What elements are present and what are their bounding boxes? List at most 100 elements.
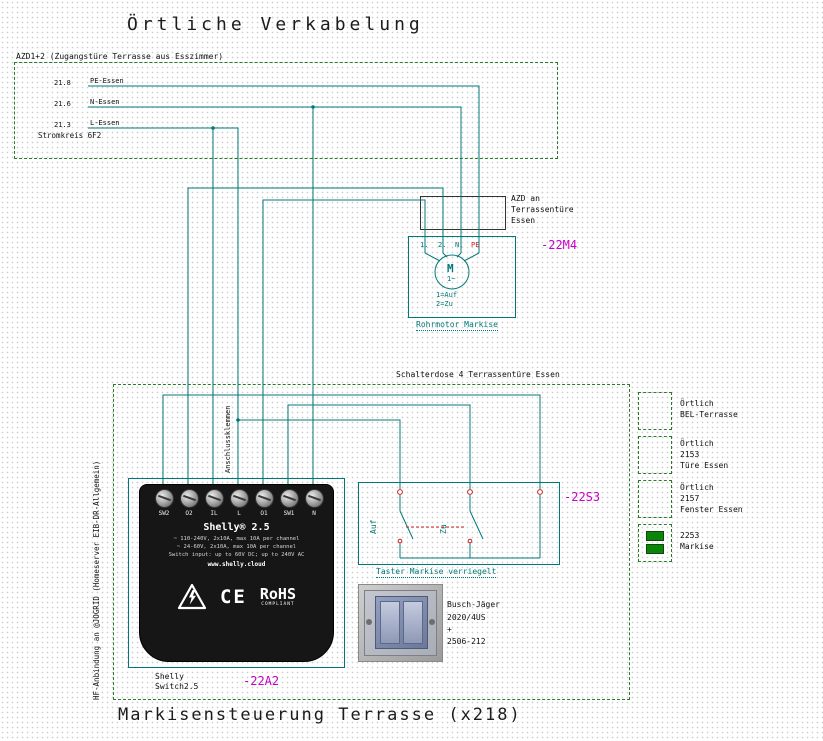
shelly-terminal-label: O1 bbox=[260, 510, 268, 517]
supply-boundary-box bbox=[14, 62, 558, 159]
wire-l-to-switch bbox=[238, 419, 401, 489]
wire-name: N-Essen bbox=[90, 98, 120, 106]
motor-terminal-label-pe: PE bbox=[471, 241, 480, 249]
wire-name: PE-Essen bbox=[90, 77, 124, 85]
wire-pe bbox=[88, 85, 480, 253]
legend-label-tuere-essen: Örtlich 2153 Türe Essen bbox=[680, 439, 729, 470]
taster-caption: Taster Markise verriegelt bbox=[376, 567, 497, 578]
side-vertical-note: HF-Anbindung an @JOGRID (Homeserver EIB-… bbox=[92, 460, 101, 700]
wire-sw1 bbox=[287, 404, 471, 490]
legend-label-bel-terrasse: Örtlich BEL-Terrasse bbox=[680, 399, 738, 419]
terminal-screw bbox=[231, 490, 248, 507]
wire-sw2 bbox=[162, 394, 541, 490]
motor-symbol-letter: M bbox=[447, 262, 454, 275]
high-voltage-icon bbox=[177, 583, 207, 610]
motor-function: 2=Zu bbox=[436, 300, 453, 308]
motor-terminal-label: N. bbox=[455, 241, 464, 249]
pushbutton-brand: Busch-Jäger bbox=[447, 600, 500, 609]
shelly-terminal-label: SW2 bbox=[158, 510, 170, 517]
shelly-spec-line: Switch input: up to 60V DC; up to 240V A… bbox=[168, 552, 305, 558]
rocker-left bbox=[380, 601, 400, 644]
shelly-terminal-label: L bbox=[237, 510, 241, 517]
motor-phase: 1~ bbox=[447, 275, 456, 283]
azd-callout-line: Essen bbox=[511, 216, 536, 225]
taster-label-zu: Zu bbox=[439, 524, 448, 534]
page-title: Örtliche Verkabelung bbox=[127, 14, 424, 35]
legend-box-tuere-essen bbox=[638, 436, 672, 474]
legend-swatch-markise bbox=[646, 531, 664, 541]
azd-callout-box bbox=[420, 196, 506, 230]
motor-function: 1=Auf bbox=[436, 291, 458, 299]
mount-screw bbox=[429, 619, 435, 625]
motor-caption: Rohrmotor Markise bbox=[416, 320, 498, 331]
motor-circle bbox=[434, 254, 470, 290]
shelly-spec-line: ~ 24-60V, 2x10A, max 10A per channel bbox=[176, 544, 297, 550]
shelly-website: www.shelly.cloud bbox=[207, 561, 266, 568]
azd-callout-line: Terrassentüre bbox=[511, 205, 574, 214]
pushbutton-plus: + bbox=[447, 625, 452, 634]
shelly-caption-line: Shelly bbox=[155, 672, 184, 681]
legend-label-markise: 2253 Markise bbox=[680, 531, 714, 551]
shelly-terminal-label: N bbox=[312, 510, 316, 517]
motor-terminal-label: 2. bbox=[438, 241, 447, 249]
wire-ref: 21.6 bbox=[54, 100, 71, 108]
wire-group bbox=[88, 85, 541, 559]
motor-lead-joins bbox=[424, 252, 480, 262]
wire-l bbox=[88, 127, 239, 490]
terminal-screw bbox=[256, 490, 273, 507]
legend-box-bel-terrasse bbox=[638, 392, 672, 430]
shelly-spec-line: ~ 110-240V, 2x10A, max 10A per channel bbox=[173, 536, 300, 542]
pushbutton-rocker: 2506-212 bbox=[447, 637, 486, 646]
junction-dots bbox=[211, 105, 315, 422]
shelly-terminal-label: SW1 bbox=[283, 510, 295, 517]
taster-ref: -22S3 bbox=[564, 490, 601, 504]
switch-symbol-zu bbox=[469, 495, 484, 558]
wire-n bbox=[88, 106, 462, 253]
shelly-outline-box bbox=[128, 478, 345, 668]
shelly-terminal-label: O2 bbox=[185, 510, 193, 517]
circuit-label: Stromkreis 6F2 bbox=[38, 131, 102, 140]
taster-outline-box bbox=[358, 482, 560, 565]
switch-symbol-auf bbox=[399, 495, 414, 558]
rohs-mark: RoHS COMPLIANT bbox=[259, 584, 296, 607]
ce-mark: CE bbox=[219, 585, 247, 608]
switch-terminals bbox=[397, 489, 543, 544]
motor-terminal-label: 1. bbox=[420, 241, 429, 249]
terminal-screw bbox=[206, 490, 223, 507]
wire-vertical-note: Anschlussklemmen bbox=[224, 405, 232, 473]
wire-o1-to-motor bbox=[262, 199, 426, 490]
shelly-product-name: Shelly® 2.5 bbox=[203, 522, 270, 533]
mount-screw bbox=[366, 619, 372, 625]
shelly-cert-icons: CE RoHS COMPLIANT bbox=[140, 583, 333, 610]
junction-boundary-box bbox=[113, 384, 630, 700]
terminal-screw bbox=[181, 490, 198, 507]
shelly-caption-line: Switch2.5 bbox=[155, 682, 199, 691]
junction-box-label: Schalterdose 4 Terrassentüre Essen bbox=[396, 370, 560, 379]
supply-box-label: AZD1+2 (Zugangstüre Terrasse aus Esszimm… bbox=[16, 52, 224, 61]
terminal-screw bbox=[156, 490, 173, 507]
wire-name: L-Essen bbox=[90, 119, 120, 127]
legend-box-markise bbox=[638, 524, 672, 562]
pushbutton-photo bbox=[358, 584, 443, 662]
shelly-device-image: SW2 O2 IL L O1 SW1 N Shelly® 2.5 ~ 110-2… bbox=[139, 484, 334, 662]
wire-ref: 21.3 bbox=[54, 121, 71, 129]
legend-box-fenster-essen bbox=[638, 480, 672, 518]
legend-swatch-markise bbox=[646, 544, 664, 554]
switch-terminal-1 bbox=[397, 489, 403, 495]
motor-ref: -22M4 bbox=[541, 238, 578, 252]
pushbutton-model: 2020/4US bbox=[447, 613, 486, 622]
rocker-right bbox=[403, 601, 423, 644]
switch-terminal-3 bbox=[537, 489, 543, 495]
legend-label-fenster-essen: Örtlich 2157 Fenster Essen bbox=[680, 483, 743, 514]
azd-callout-line: AZD an bbox=[511, 194, 540, 203]
taster-label-auf: Auf bbox=[369, 519, 378, 534]
wire-o2-to-motor bbox=[187, 187, 444, 490]
switch-terminal-2 bbox=[467, 489, 473, 495]
drawing-title: Markisensteuerung Terrasse (x218) bbox=[118, 705, 522, 725]
switch-return-wire bbox=[400, 495, 541, 559]
terminal-screw bbox=[306, 490, 323, 507]
shelly-ref: -22A2 bbox=[243, 674, 280, 688]
wire-ref: 21.8 bbox=[54, 79, 71, 87]
